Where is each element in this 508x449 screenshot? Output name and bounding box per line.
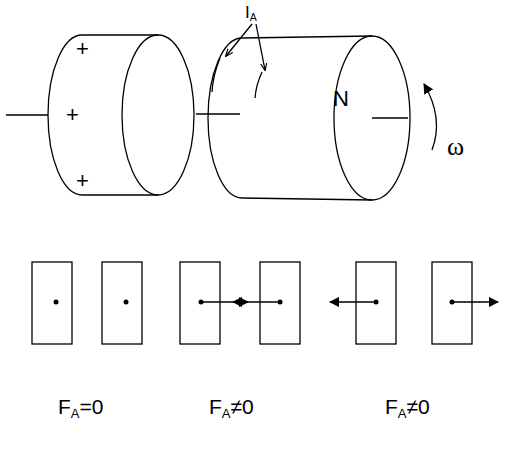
force-label: F [58, 395, 71, 418]
current-path [212, 58, 220, 92]
conductor-rect [356, 262, 396, 344]
axis-line [196, 113, 240, 114]
force-label-group: FA≠0 [209, 396, 254, 420]
current-arrow [256, 24, 265, 70]
subscript: A [250, 11, 257, 23]
charge-sign-group: + [76, 170, 89, 192]
charge-sign-group: + [66, 104, 79, 126]
disc-back-edge [208, 38, 242, 198]
rotation-arrow [424, 84, 437, 150]
force-label: ≠0 [407, 395, 430, 418]
force-arrow [233, 301, 280, 302]
charge-dot [199, 300, 204, 305]
force-label: F [209, 395, 222, 418]
pole-label: N [333, 86, 349, 111]
conductor-rect [102, 262, 142, 344]
charge-dot [278, 300, 283, 305]
charge-dot [124, 300, 129, 305]
subscript: A [398, 406, 407, 421]
disc-edge [82, 34, 158, 35]
charge-dot [54, 300, 59, 305]
force-label: =0 [80, 395, 104, 418]
axis-line [6, 114, 48, 115]
current-arrow [226, 24, 252, 56]
force-arrow [330, 301, 376, 302]
current-path [255, 72, 262, 98]
current-label-group: IA [245, 4, 257, 23]
disc-edge [242, 36, 372, 38]
force-label: ≠0 [231, 395, 254, 418]
force-arrow [452, 301, 498, 302]
disc-face [122, 35, 194, 195]
conductor-rect [180, 262, 220, 344]
force-label: F [385, 395, 398, 418]
conductor-rect [260, 262, 300, 344]
charge-sign: + [76, 36, 89, 61]
current-label: I [245, 3, 250, 22]
subscript: A [71, 406, 80, 421]
charge-dot [374, 300, 379, 305]
charge-sign: + [66, 102, 79, 127]
charge-dot [450, 300, 455, 305]
disc-edge [82, 194, 158, 195]
force-label-group: FA≠0 [385, 396, 430, 420]
charge-sign: + [76, 168, 89, 193]
omega-label: ω [447, 132, 464, 161]
omega-label-group: ω [447, 134, 464, 160]
axis-line [372, 117, 408, 118]
subscript: A [222, 406, 231, 421]
force-label-group: FA=0 [58, 396, 103, 420]
disc-edge [242, 198, 372, 200]
disc-face [334, 36, 410, 200]
pole-label-group: N [333, 88, 349, 110]
charge-sign-group: + [76, 38, 89, 60]
conductor-rect [432, 262, 472, 344]
conductor-rect [32, 262, 72, 344]
